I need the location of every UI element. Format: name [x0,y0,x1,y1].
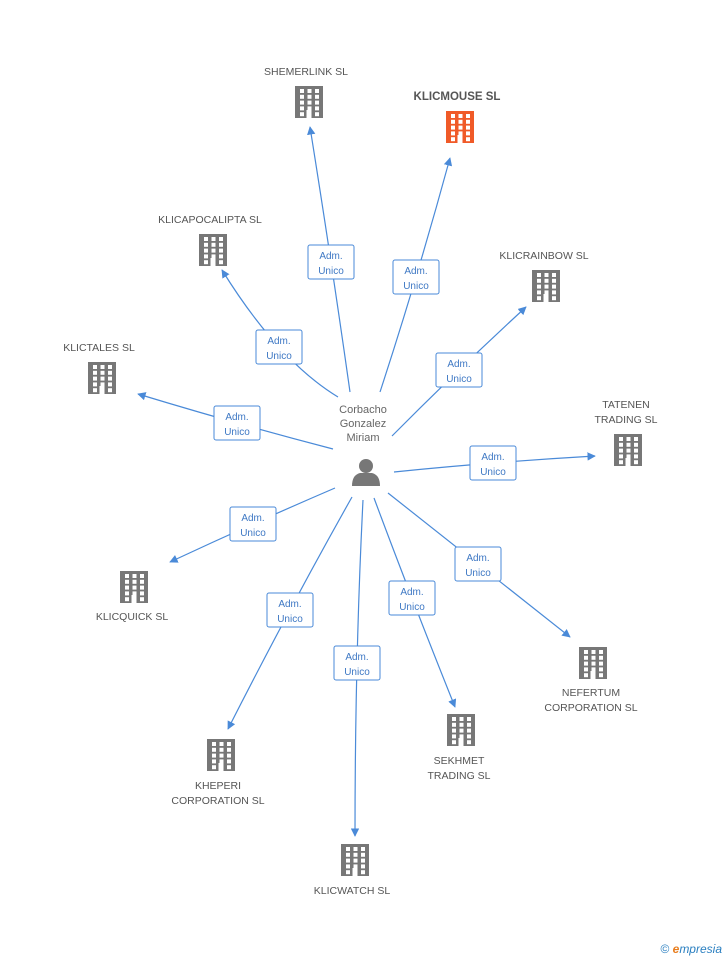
relation-label-klicwatch[interactable]: Adm. Unico [333,645,381,681]
relation-label-line: Adm. [400,587,423,598]
relation-label-kheperi[interactable]: Adm. Unico [266,592,314,628]
building-icon [295,86,323,118]
relation-label-nefertum[interactable]: Adm. Unico [454,546,502,582]
relation-label-line: Adm. [225,412,248,423]
company-label: CORPORATION SL [171,795,264,807]
center-person-node[interactable]: Corbacho Gonzalez Miriam [339,404,387,486]
building-icon [341,844,369,876]
company-nodes-layer: SHEMERLINK SL KLICMOUSE SL KLICAPOCALIPTA … [63,66,657,897]
relation-label-line: Unico [277,614,303,625]
building-icon [88,362,116,394]
relation-label-klicmouse[interactable]: Adm. Unico [392,259,440,295]
building-icon [614,434,642,466]
person-name-line-3: Miriam [347,432,380,444]
relation-label-line: Adm. [404,266,427,277]
company-label: KLICTALES SL [63,342,135,354]
relation-label-line: Adm. [319,251,342,262]
person-name-line-2: Gonzalez [340,418,386,430]
relation-label-klictales[interactable]: Adm. Unico [213,405,261,441]
relation-label-line: Adm. [481,452,504,463]
relation-label-line: Unico [480,467,506,478]
relation-label-line: Unico [344,667,370,678]
company-node-klicrainbow[interactable]: KLICRAINBOW SL [499,250,589,302]
relation-label-line: Unico [446,374,472,385]
building-icon [447,714,475,746]
building-icon [532,270,560,302]
company-node-shemerlink[interactable]: SHEMERLINK SL [264,66,348,118]
relation-label-klicquick[interactable]: Adm. Unico [229,506,277,542]
company-label: SHEMERLINK SL [264,66,348,78]
company-node-klicquick[interactable]: KLICQUICK SL [96,571,169,623]
company-node-kheperi[interactable]: KHEPERI CORPORATION SL [171,739,265,807]
company-node-klicapocalipta[interactable]: KLICAPOCALIPTA SL [158,214,262,266]
company-label: KLICWATCH SL [314,885,391,897]
company-label: KHEPERI [195,780,241,792]
relation-label-line: Unico [224,427,250,438]
relation-label-line: Adm. [345,652,368,663]
brand-logo-initial: e [672,942,680,956]
relation-label-line: Unico [318,266,344,277]
building-icon [120,571,148,603]
relation-label-shemerlink[interactable]: Adm. Unico [307,244,355,280]
company-label: KLICAPOCALIPTA SL [158,214,262,226]
relation-label-line: Adm. [267,336,290,347]
copyright-symbol: © [660,942,670,956]
building-icon [207,739,235,771]
relation-label-line: Unico [240,528,266,539]
person-icon [352,459,380,486]
company-label: CORPORATION SL [544,702,637,714]
relation-label-line: Adm. [466,553,489,564]
company-node-tatenen[interactable]: TATENEN TRADING SL [594,399,658,466]
building-icon [579,647,607,679]
person-name-line-1: Corbacho [339,404,387,416]
relation-label-line: Unico [403,281,429,292]
company-node-sekhmet[interactable]: SEKHMET TRADING SL [427,714,491,782]
building-icon [446,111,474,143]
company-label: TRADING SL [594,414,657,426]
relation-label-line: Unico [266,351,292,362]
relation-label-line: Adm. [447,359,470,370]
relation-label-tatenen[interactable]: Adm. Unico [469,445,517,481]
relation-label-klicrainbow[interactable]: Adm. Unico [435,352,483,388]
building-icon [199,234,227,266]
relation-label-line: Unico [465,568,491,579]
footer-brand: © empresia [660,942,722,956]
relation-label-sekhmet[interactable]: Adm. Unico [388,580,436,616]
relation-label-klicapocalipta[interactable]: Adm. Unico [255,329,303,365]
company-label: KLICMOUSE SL [414,91,501,103]
company-label: KLICRAINBOW SL [499,250,588,262]
company-node-klicmouse[interactable]: KLICMOUSE SL [414,91,501,143]
brand-name: mpresia [679,942,722,956]
company-label: SEKHMET [434,755,485,767]
company-label: NEFERTUM [562,687,620,699]
company-node-klictales[interactable]: KLICTALES SL [63,342,135,394]
company-node-nefertum[interactable]: NEFERTUM CORPORATION SL [544,647,638,714]
company-label: KLICQUICK SL [96,611,169,623]
relation-label-line: Adm. [241,513,264,524]
relation-label-line: Adm. [278,599,301,610]
relation-label-line: Unico [399,602,425,613]
company-label: TATENEN [602,399,649,411]
company-node-klicwatch[interactable]: KLICWATCH SL [314,844,391,897]
company-label: TRADING SL [427,770,490,782]
